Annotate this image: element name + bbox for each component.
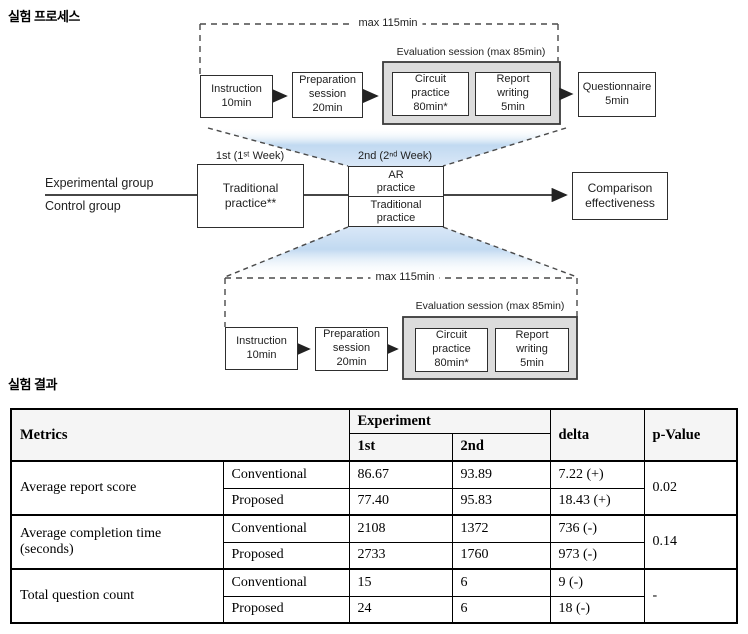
metric-cell: Average completion time (seconds) (10, 514, 224, 570)
max-time-label-bottom: max 115min (370, 271, 440, 283)
value-2nd-cell: 1372 (451, 514, 551, 543)
p-value-cell: 0.02 (643, 460, 738, 516)
traditional-practice-box: Traditional practice** (197, 164, 304, 228)
second-week-split-box: AR practice Traditional practice (348, 166, 444, 227)
value-2nd-cell: 1760 (451, 541, 551, 570)
week2-label: 2nd (2ⁿᵈ Week) (358, 150, 432, 162)
preparation-box-bottom: Preparation session 20min (315, 327, 388, 371)
col-header-p-value: p-Value (643, 408, 738, 462)
value-2nd-cell: 93.89 (451, 460, 551, 489)
instruction-box-bottom: Instruction 10min (225, 327, 298, 370)
evaluation-label-top: Evaluation session (max 85min) (396, 46, 546, 58)
evaluation-label-bottom: Evaluation session (max 85min) (415, 300, 565, 312)
delta-cell: 736 (-) (549, 514, 645, 543)
delta-cell: 18.43 (+) (549, 487, 645, 516)
circuit-practice-box-top: Circuit practice 80min* (392, 72, 469, 116)
report-writing-box-top: Report writing 5min (475, 72, 551, 116)
method-cell: Proposed (222, 541, 350, 570)
value-2nd-cell: 95.83 (451, 487, 551, 516)
preparation-box-top: Preparation session 20min (292, 72, 363, 118)
value-1st-cell: 2108 (348, 514, 453, 543)
questionnaire-box: Questionnaire 5min (578, 72, 656, 117)
metric-cell: Total question count (10, 568, 224, 624)
method-cell: Proposed (222, 595, 350, 624)
section-heading-process: 실험 프로세스 (8, 9, 80, 24)
zoom-funnel-bottom (225, 227, 577, 277)
flow-lines (45, 88, 568, 357)
value-2nd-cell: 6 (451, 568, 551, 597)
table-row: Average report score Conventional 86.67 … (10, 460, 738, 516)
ar-practice-half: AR practice (349, 167, 443, 197)
col-header-1st: 1st (348, 432, 453, 462)
table-row: Proposed 77.40 95.83 18.43 (+) (11, 487, 737, 516)
zoom-funnel-dashed-edges (207, 127, 578, 278)
week1-label: 1st (1ˢᵗ Week) (215, 150, 285, 162)
delta-cell: 9 (-) (549, 568, 645, 597)
value-1st-cell: 86.67 (348, 460, 453, 489)
results-table: Metrics Experiment delta p-Value 1st 2nd… (10, 408, 738, 624)
method-cell: Conventional (222, 514, 350, 543)
control-group-label: Control group (45, 199, 121, 213)
delta-cell: 18 (-) (549, 595, 645, 624)
section-heading-results: 실험 결과 (8, 377, 57, 392)
delta-cell: 973 (-) (549, 541, 645, 570)
traditional-practice-half: Traditional practice (370, 198, 422, 224)
table-row: Proposed 24 6 18 (-) (11, 595, 737, 624)
table-row: Total question count Conventional 15 6 9… (10, 568, 738, 624)
col-header-2nd: 2nd (451, 432, 551, 462)
method-cell: Conventional (222, 460, 350, 489)
circuit-practice-box-bottom: Circuit practice 80min* (415, 328, 488, 372)
col-header-metrics: Metrics (10, 408, 350, 462)
method-cell: Proposed (222, 487, 350, 516)
value-1st-cell: 77.40 (348, 487, 453, 516)
max-time-label-top: max 115min (353, 17, 423, 29)
col-header-experiment: Experiment (348, 408, 551, 434)
instruction-box-top: Instruction 10min (200, 75, 273, 118)
comparison-effectiveness-box: Comparison effectiveness (572, 172, 668, 220)
table-row: Average completion time (seconds) Conven… (10, 514, 738, 570)
zoom-funnel-top (208, 128, 566, 166)
col-header-delta: delta (549, 408, 645, 462)
delta-cell: 7.22 (+) (549, 460, 645, 489)
value-1st-cell: 24 (348, 595, 453, 624)
method-cell: Conventional (222, 568, 350, 597)
value-2nd-cell: 6 (451, 595, 551, 624)
table-row: Proposed 2733 1760 973 (-) (11, 541, 737, 570)
p-value-cell: - (643, 568, 738, 624)
report-writing-box-bottom: Report writing 5min (495, 328, 569, 372)
metric-cell: Average report score (10, 460, 224, 516)
p-value-cell: 0.14 (643, 514, 738, 570)
value-1st-cell: 15 (348, 568, 453, 597)
value-1st-cell: 2733 (348, 541, 453, 570)
experimental-group-label: Experimental group (45, 176, 154, 190)
